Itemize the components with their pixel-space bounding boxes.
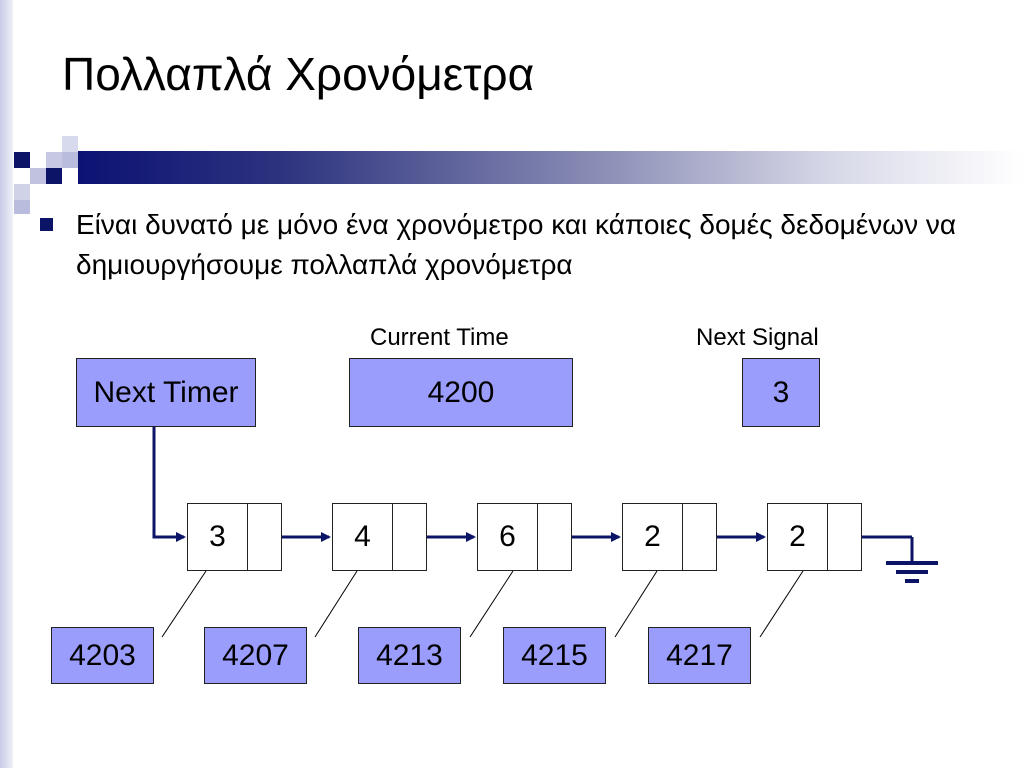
deco-square <box>46 168 62 184</box>
left-decorative-strip <box>0 0 13 768</box>
node-value: 2 <box>768 504 828 570</box>
deco-square <box>62 136 78 152</box>
list-node: 3 <box>187 503 282 571</box>
node-pointer-cell <box>538 504 571 570</box>
bullet-square-icon <box>40 218 53 231</box>
absolute-time-box: 4203 <box>51 627 154 684</box>
node-value: 2 <box>623 504 683 570</box>
node-value: 6 <box>478 504 538 570</box>
absolute-time-box: 4215 <box>503 627 606 684</box>
node-value: 4 <box>333 504 393 570</box>
current-time-label: Current Time <box>370 324 509 351</box>
absolute-time-box: 4207 <box>204 627 307 684</box>
current-time-box: 4200 <box>349 358 573 427</box>
ground-icon <box>886 561 938 583</box>
absolute-time-box: 4213 <box>358 627 461 684</box>
deco-square <box>14 200 30 214</box>
time-link-line <box>161 570 207 638</box>
deco-square <box>46 152 62 168</box>
time-link-line <box>469 570 514 638</box>
next-timer-box: Next Timer <box>76 358 256 427</box>
deco-square <box>14 152 30 168</box>
absolute-time-box: 4217 <box>648 627 751 684</box>
time-link-line <box>614 570 658 638</box>
list-node: 6 <box>477 503 572 571</box>
title-underline-bar <box>78 151 1024 184</box>
node-pointer-cell <box>828 504 861 570</box>
deco-square <box>30 168 46 184</box>
node-pointer-cell <box>248 504 281 570</box>
time-link-line <box>759 570 804 638</box>
bullet-text: Είναι δυνατό με μόνο ένα χρονόμετρο και … <box>76 209 957 280</box>
slide-title: Πολλαπλά Χρονόμετρα <box>62 48 535 100</box>
time-link-line <box>314 570 358 638</box>
next-timer-pointer-arrow <box>152 427 186 542</box>
node-pointer-cell <box>393 504 426 570</box>
deco-square <box>14 184 30 200</box>
list-node: 2 <box>767 503 862 571</box>
next-signal-label: Next Signal <box>696 324 819 351</box>
node-pointer-cell <box>683 504 716 570</box>
list-node: 2 <box>622 503 717 571</box>
node-value: 3 <box>188 504 248 570</box>
next-signal-box: 3 <box>742 358 820 427</box>
list-node: 4 <box>332 503 427 571</box>
deco-square <box>62 152 78 168</box>
